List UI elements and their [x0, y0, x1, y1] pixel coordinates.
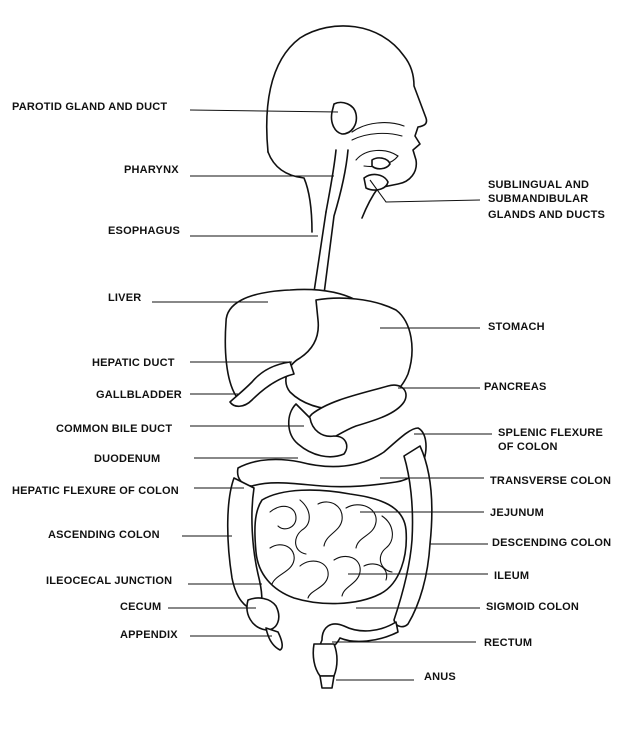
label-anus: ANUS [424, 671, 456, 683]
label-common-bile-duct: COMMON BILE DUCT [56, 423, 172, 435]
label-parotid: PAROTID GLAND AND DUCT [12, 101, 167, 113]
parotid-gland [330, 101, 358, 135]
leader-sublingual [369, 179, 481, 203]
label-esophagus: ESOPHAGUS [108, 225, 180, 237]
label-splenic-line1: SPLENIC FLEXURE [498, 427, 603, 439]
label-duodenum: DUODENUM [94, 453, 160, 465]
labels-right: SUBLINGUAL AND SUBMANDIBULAR GLANDS AND … [424, 179, 611, 683]
cecum-shape [246, 597, 280, 631]
label-sublingual-line3: GLANDS AND DUCTS [488, 209, 605, 221]
nasal-cavity [351, 122, 405, 141]
label-cecum: CECUM [120, 601, 161, 613]
neck-back [267, 151, 313, 233]
leader-lines [152, 109, 492, 681]
label-gallbladder: GALLBLADDER [96, 389, 182, 401]
label-ileum: ILEUM [494, 570, 529, 582]
head-outline [265, 25, 428, 219]
leader-parotid [189, 109, 339, 113]
label-jejunum: JEJUNUM [490, 507, 544, 519]
label-pancreas: PANCREAS [484, 381, 547, 393]
label-sigmoid-colon: SIGMOID COLON [486, 601, 579, 613]
label-rectum: RECTUM [484, 637, 532, 649]
label-stomach: STOMACH [488, 321, 545, 333]
small-intestine-coils [269, 499, 393, 599]
label-ascending-colon: ASCENDING COLON [48, 529, 160, 541]
esophagus-tube-left [313, 211, 327, 293]
gallbladder-shape [229, 361, 295, 408]
submandibular-gland [363, 173, 389, 191]
label-appendix: APPENDIX [120, 629, 178, 641]
labels-left: PAROTID GLAND AND DUCT PHARYNX ESOPHAGUS… [12, 101, 182, 641]
label-sublingual-line2: SUBMANDIBULAR [488, 193, 588, 205]
duodenum-shape [287, 403, 348, 458]
label-pharynx: PHARYNX [124, 164, 179, 176]
label-ileocecal-junction: ILEOCECAL JUNCTION [46, 575, 172, 587]
label-liver: LIVER [108, 292, 141, 304]
label-hepatic-duct: HEPATIC DUCT [92, 357, 175, 369]
anus-shape [319, 675, 335, 689]
label-hepatic-flexure: HEPATIC FLEXURE OF COLON [12, 485, 179, 497]
label-transverse-colon: TRANSVERSE COLON [490, 475, 611, 487]
label-sublingual-line1: SUBLINGUAL AND [488, 179, 589, 191]
label-splenic-line2: OF COLON [498, 441, 558, 453]
esophagus-tube-right [323, 149, 349, 295]
appendix-shape [265, 627, 283, 651]
anatomy-illustration [224, 25, 433, 689]
sublingual-gland [371, 157, 391, 170]
pharynx-tube [325, 149, 337, 213]
label-descending-colon: DESCENDING COLON [492, 537, 611, 549]
small-intestine-shape [254, 489, 408, 605]
rectum-shape [312, 643, 338, 677]
descending-colon-shape [393, 445, 433, 628]
